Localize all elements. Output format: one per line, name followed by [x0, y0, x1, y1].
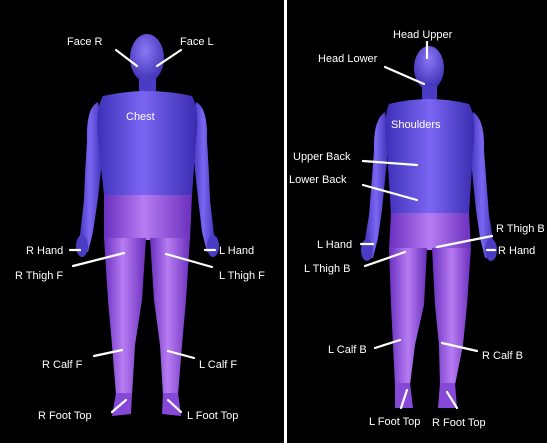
left-leg — [150, 238, 190, 395]
front-view-panel: Face R Face L Chest R Hand L Hand R Thig… — [0, 0, 284, 443]
head — [414, 46, 444, 90]
label-face-r: Face R — [67, 36, 103, 48]
label-r-thigh-f: R Thigh F — [15, 270, 63, 282]
torso — [97, 91, 197, 195]
mannequin-front — [76, 34, 219, 416]
torso — [385, 99, 474, 215]
label-shoulders: Shoulders — [391, 119, 441, 131]
right-leg — [432, 248, 471, 385]
front-view-figure: Face R Face L Chest R Hand L Hand R Thig… — [0, 0, 284, 443]
left-foot — [395, 383, 413, 408]
pelvis — [104, 195, 192, 240]
label-r-hand: R Hand — [498, 245, 535, 257]
back-view-figure: Head Upper Head Lower Shoulders Upper Ba… — [287, 0, 547, 443]
label-l-thigh-f: L Thigh F — [219, 270, 265, 282]
label-l-foot-top: L Foot Top — [369, 416, 420, 428]
right-hand — [76, 235, 88, 257]
label-face-l: Face L — [180, 36, 214, 48]
label-r-calf-f: R Calf F — [42, 359, 83, 371]
label-lower-back: Lower Back — [289, 174, 347, 186]
label-chest: Chest — [126, 111, 155, 123]
left-hand — [207, 235, 219, 257]
label-l-calf-b: L Calf B — [328, 344, 367, 356]
back-view-panel: Head Upper Head Lower Shoulders Upper Ba… — [287, 0, 547, 443]
pelvis — [389, 213, 471, 250]
label-r-foot-top: R Foot Top — [38, 410, 92, 422]
label-l-foot-top: L Foot Top — [187, 410, 238, 422]
label-r-foot-top: R Foot Top — [432, 417, 486, 429]
left-hand — [361, 239, 373, 261]
label-r-calf-b: R Calf B — [482, 350, 523, 362]
label-l-calf-f: L Calf F — [199, 359, 237, 371]
label-upper-back: Upper Back — [293, 151, 351, 163]
label-l-hand: L Hand — [219, 245, 254, 257]
label-l-hand: L Hand — [317, 239, 352, 251]
left-leg — [389, 248, 427, 385]
label-l-thigh-b: L Thigh B — [304, 263, 350, 275]
label-head-lower: Head Lower — [318, 53, 378, 65]
right-leg — [104, 238, 146, 395]
head — [130, 34, 164, 82]
label-head-upper: Head Upper — [393, 29, 453, 41]
label-r-hand: R Hand — [26, 245, 63, 257]
label-r-thigh-b: R Thigh B — [496, 223, 545, 235]
mannequin-back — [361, 46, 497, 408]
